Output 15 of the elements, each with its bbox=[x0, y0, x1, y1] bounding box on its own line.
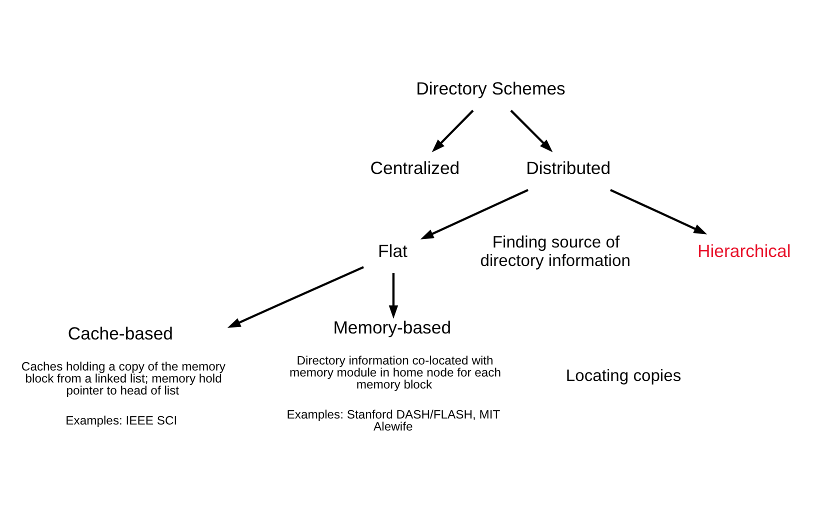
arrow bbox=[610, 188, 708, 234]
arrow bbox=[227, 266, 364, 328]
arrow bbox=[388, 273, 398, 319]
node-text: Cache-based Caches holding a copy of the memory block from a linked list; memory hold pointer to head of list Examples: IEEE SCI bbox=[21, 323, 226, 428]
arrow bbox=[432, 110, 474, 152]
arrow bbox=[420, 188, 528, 240]
node-text: Memory-based Directory information co-located with memory module in home node for each memory block Examples: Stanford DASH/FLASH, MIT Alewife bbox=[286, 317, 502, 434]
node-text: Flat bbox=[378, 241, 408, 262]
node-text: Centralized bbox=[370, 158, 460, 178]
arrow bbox=[510, 110, 553, 152]
label: Finding source of directory information bbox=[480, 232, 630, 270]
node-text: Hierarchical bbox=[697, 241, 791, 262]
node-text: Distributed bbox=[526, 158, 611, 178]
label: Locating copies bbox=[566, 366, 682, 386]
node-text: Directory Schemes bbox=[416, 78, 566, 99]
